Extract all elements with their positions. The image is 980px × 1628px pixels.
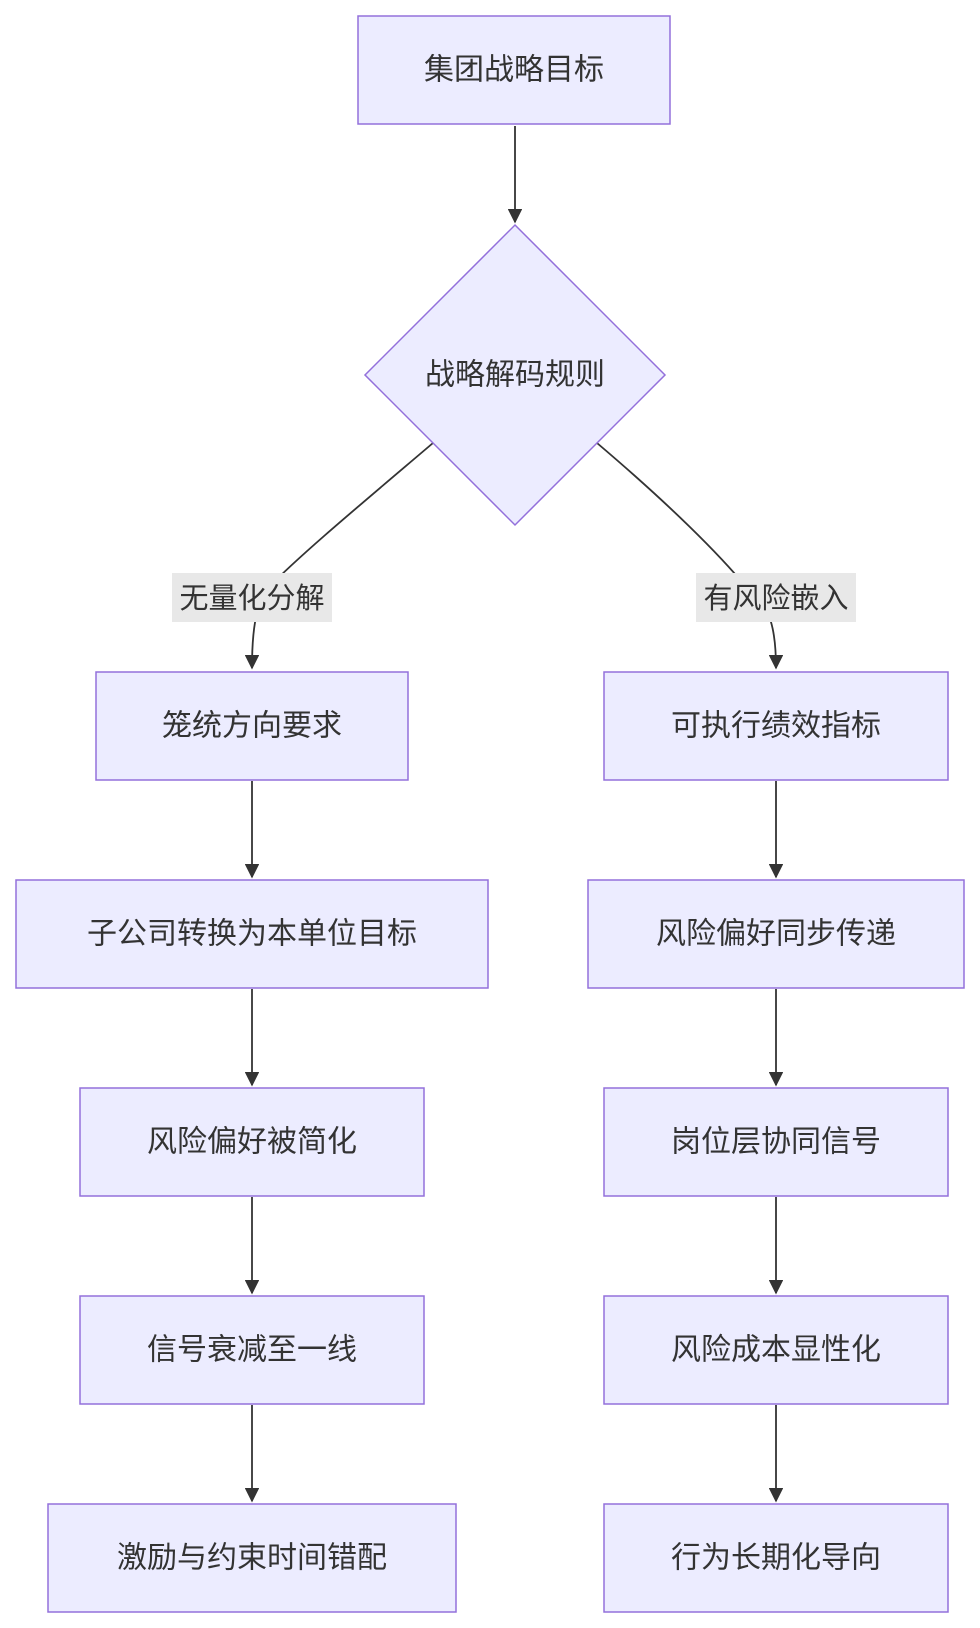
node-l4[interactable]: 信号衰减至一线 [79,1295,425,1405]
node-l4-label: 信号衰减至一线 [147,1333,357,1368]
node-r1[interactable]: 可执行绩效指标 [603,671,949,781]
node-r1-label: 可执行绩效指标 [671,709,881,744]
node-l5[interactable]: 激励与约束时间错配 [47,1503,457,1613]
edge-label-right: 有风险嵌入 [696,573,856,622]
node-l2-label: 子公司转换为本单位目标 [87,917,417,952]
node-r5[interactable]: 行为长期化导向 [603,1503,949,1613]
node-l1[interactable]: 笼统方向要求 [95,671,409,781]
node-l2[interactable]: 子公司转换为本单位目标 [15,879,489,989]
node-decision-label: 战略解码规则 [425,358,605,393]
node-root-label: 集团战略目标 [424,53,604,88]
node-l3-label: 风险偏好被简化 [147,1125,357,1160]
node-r3-label: 岗位层协同信号 [671,1125,881,1160]
node-r5-label: 行为长期化导向 [671,1541,881,1576]
edge-decision-to-r1 [596,442,784,670]
edge-decision-to-l1 [244,442,434,670]
node-r3[interactable]: 岗位层协同信号 [603,1087,949,1197]
node-r2[interactable]: 风险偏好同步传递 [587,879,965,989]
node-l3[interactable]: 风险偏好被简化 [79,1087,425,1197]
edge-label-left-text: 无量化分解 [179,581,324,615]
node-r4[interactable]: 风险成本显性化 [603,1295,949,1405]
edge-label-right-text: 有风险嵌入 [703,581,848,615]
node-l1-label: 笼统方向要求 [162,709,342,744]
edge-label-left: 无量化分解 [172,573,332,622]
node-r2-label: 风险偏好同步传递 [656,917,896,952]
node-decision[interactable]: 战略解码规则 [363,223,667,527]
node-root[interactable]: 集团战略目标 [357,15,671,125]
node-r4-label: 风险成本显性化 [671,1333,881,1368]
node-l5-label: 激励与约束时间错配 [117,1541,387,1576]
